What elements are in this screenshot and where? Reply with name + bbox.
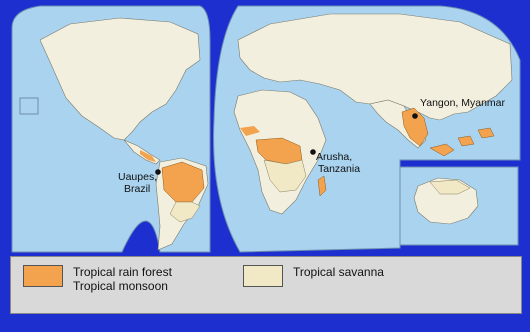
madagascar	[317, 175, 327, 197]
legend-item-savanna: Tropical savanna	[243, 265, 384, 287]
yangon-marker	[412, 113, 418, 119]
uaupes-marker	[155, 169, 161, 175]
rainforest-legend-line1: Tropical rain forest	[73, 265, 172, 279]
rainforest-legend-line2: Tropical monsoon	[73, 279, 168, 293]
west-africa-rainforest	[240, 126, 260, 136]
arusha-label-line2: Tanzania	[318, 163, 360, 175]
brazil-savanna	[169, 201, 201, 223]
seasia-rainforest	[401, 107, 429, 147]
australia-savanna	[429, 179, 471, 195]
savanna-legend-text: Tropical savanna	[293, 265, 384, 279]
savanna-swatch	[243, 265, 283, 287]
savanna-legend-line1: Tropical savanna	[293, 265, 384, 279]
arusha-label-line1: Arusha,	[316, 151, 352, 163]
central-america-rainforest	[140, 150, 156, 162]
indonesia-islands	[429, 127, 495, 157]
rainforest-swatch	[23, 265, 63, 287]
amazon-rainforest	[161, 161, 205, 203]
arusha-marker	[310, 149, 316, 155]
hawaii-inset	[19, 97, 39, 115]
map-legend: Tropical rain forest Tropical monsoon Tr…	[10, 256, 522, 314]
uaupes-label-line2: Brazil	[124, 183, 150, 195]
uaupes-label-line1: Uaupes,	[118, 171, 157, 183]
rainforest-legend-text: Tropical rain forest Tropical monsoon	[73, 265, 172, 293]
africa-savanna	[263, 159, 307, 193]
yangon-label: Yangon, Myanmar	[420, 97, 506, 109]
eurasia	[237, 13, 513, 121]
north-america	[39, 17, 201, 141]
legend-item-rainforest: Tropical rain forest Tropical monsoon	[23, 265, 172, 293]
